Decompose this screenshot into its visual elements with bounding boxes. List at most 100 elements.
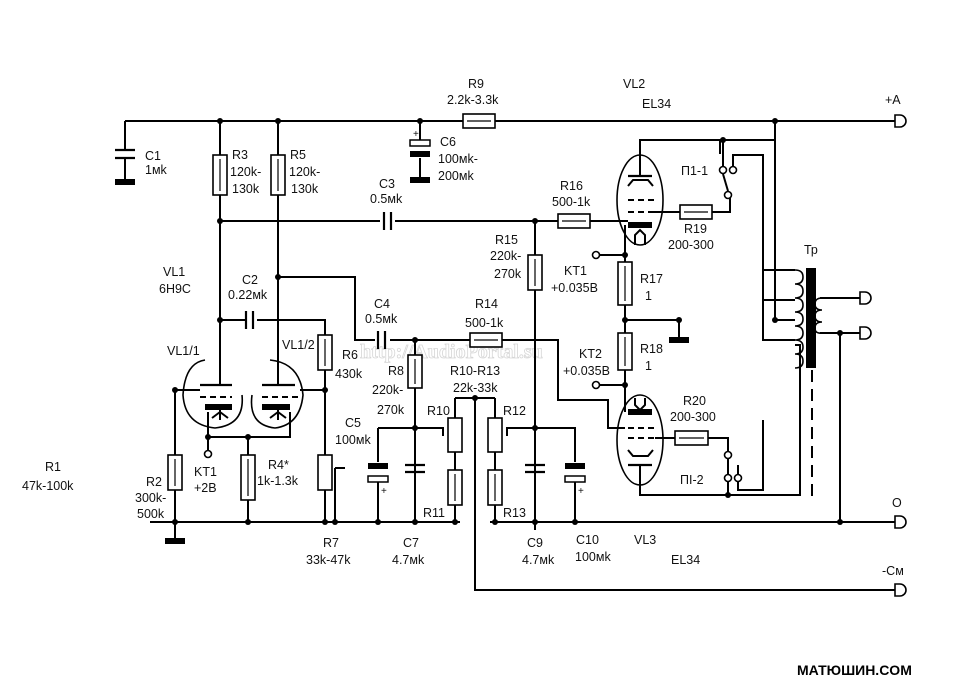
label-r16: R16 xyxy=(560,179,583,193)
label-r6: R6 xyxy=(342,348,358,362)
label-c2: C2 xyxy=(242,273,258,287)
label-c4: C4 xyxy=(374,297,390,311)
label-r10: R10 xyxy=(427,404,450,418)
label-plus-a: +A xyxy=(885,93,901,107)
tube-vl1-1 xyxy=(182,359,244,429)
label-r5: R5 xyxy=(290,148,306,162)
testpoint-kt2-output xyxy=(591,380,601,390)
label-vl1: VL1 xyxy=(163,265,185,279)
label-vl3-type: EL34 xyxy=(671,553,700,567)
label-r15: R15 xyxy=(495,233,518,247)
testpoint-kt1-output xyxy=(591,250,601,260)
terminal-speaker-1 xyxy=(859,291,872,305)
label-c10: C10 xyxy=(576,533,599,547)
label-r9-value: 2.2k-3.3k xyxy=(447,93,499,107)
label-r18: R18 xyxy=(640,342,663,356)
label-c5-value: 100мk xyxy=(335,433,371,447)
label-r8: R8 xyxy=(388,364,404,378)
label-c1-value: 1мk xyxy=(145,163,168,177)
label-p1-2: ПI-2 xyxy=(680,473,704,487)
label-r2: R2 xyxy=(146,475,162,489)
tube-vl3 xyxy=(616,394,664,486)
label-r9: R9 xyxy=(468,77,484,91)
label-r19-value: 200-300 xyxy=(668,238,714,252)
resistors xyxy=(167,113,713,506)
label-r4-value: 1k-1.3k xyxy=(257,474,299,488)
label-r3-value1: 120k- xyxy=(230,165,261,179)
label-kt1-in: KT1 xyxy=(194,465,217,479)
label-r5-value2: 130k xyxy=(291,182,319,196)
label-vl3: VL3 xyxy=(634,533,656,547)
label-r10-r13: R10-R13 xyxy=(450,364,500,378)
label-r8-value1: 220k- xyxy=(372,383,403,397)
label-vl2: VL2 xyxy=(623,77,645,91)
label-r7: R7 xyxy=(323,536,339,550)
label-c7-value: 4.7мk xyxy=(392,553,425,567)
label-c4-value: 0.5мk xyxy=(365,312,398,326)
label-r11: R11 xyxy=(423,506,445,520)
label-r15-value1: 220k- xyxy=(490,249,521,263)
label-r5-value1: 120k- xyxy=(289,165,320,179)
label-r3-value2: 130k xyxy=(232,182,260,196)
watermark: http://AudioPortal.su xyxy=(360,341,543,363)
svg-text:+: + xyxy=(413,129,419,140)
terminal-speaker-2 xyxy=(859,326,872,340)
svg-text:+: + xyxy=(381,486,387,497)
label-c3-value: 0.5мk xyxy=(370,192,403,206)
label-c6-value2: 200мk xyxy=(438,169,474,183)
label-r2-value1: 300k- xyxy=(135,491,166,505)
label-vl1-1: VL1/1 xyxy=(167,344,200,358)
label-c9-value: 4.7мk xyxy=(522,553,555,567)
resistor-r10 xyxy=(447,417,463,453)
label-transformer: Тр xyxy=(804,243,818,257)
switch-p1-1 xyxy=(718,140,738,200)
resistor-r7 xyxy=(317,454,333,491)
label-c1: C1 xyxy=(145,149,161,163)
label-c2-value: 0.22мk xyxy=(228,288,268,302)
terminal-plus-a xyxy=(894,114,907,128)
junctions xyxy=(172,118,843,525)
label-r2-value2: 500k xyxy=(137,507,165,521)
label-vl1-type: 6Н9С xyxy=(159,282,191,296)
switch-p1-2 xyxy=(723,450,743,490)
label-r7-value: 33k-47k xyxy=(306,553,351,567)
label-r14: R14 xyxy=(475,297,498,311)
resistor-r12 xyxy=(487,417,503,453)
label-r8-value2: 270k xyxy=(377,403,405,417)
label-kt2-out-value: +0.035B xyxy=(563,364,610,378)
label-r1: R1 xyxy=(45,460,61,474)
label-kt1-in-value: +2B xyxy=(194,481,217,495)
output-transformer xyxy=(762,268,823,369)
label-r18-value: 1 xyxy=(645,359,652,373)
label-r6-value: 430k xyxy=(335,367,363,381)
label-r12: R12 xyxy=(503,404,526,418)
label-r19: R19 xyxy=(684,222,707,236)
terminal-minus-cm xyxy=(894,583,907,597)
label-minus-cm: -См xyxy=(882,564,904,578)
label-vl1-2: VL1/2 xyxy=(282,338,315,352)
label-c10-value: 100мk xyxy=(575,550,611,564)
label-r3: R3 xyxy=(232,148,248,162)
label-kt1-out-value: +0.035B xyxy=(551,281,598,295)
testpoint-kt1-input xyxy=(203,449,213,459)
label-c7: C7 xyxy=(403,536,419,550)
label-c9: C9 xyxy=(527,536,543,550)
label-r20-value: 200-300 xyxy=(670,410,716,424)
label-kt1-out: KT1 xyxy=(564,264,587,278)
label-r16-value: 500-1k xyxy=(552,195,591,209)
label-r17-value: 1 xyxy=(645,289,652,303)
label-c6: C6 xyxy=(440,135,456,149)
brand-label: МАТЮШИН.COM xyxy=(797,662,912,678)
tube-vl1-2 xyxy=(250,359,304,429)
terminal-zero xyxy=(894,515,907,529)
label-r15-value2: 270k xyxy=(494,267,522,281)
tube-vl2 xyxy=(616,150,664,246)
label-r17: R17 xyxy=(640,272,663,286)
capacitors: + + + xyxy=(115,129,586,497)
label-r20: R20 xyxy=(683,394,706,408)
label-kt2-out: KT2 xyxy=(579,347,602,361)
label-vl2-type: EL34 xyxy=(642,97,671,111)
label-c6-value1: 100мk- xyxy=(438,152,478,166)
label-r10-r13-value: 22k-33k xyxy=(453,381,498,395)
